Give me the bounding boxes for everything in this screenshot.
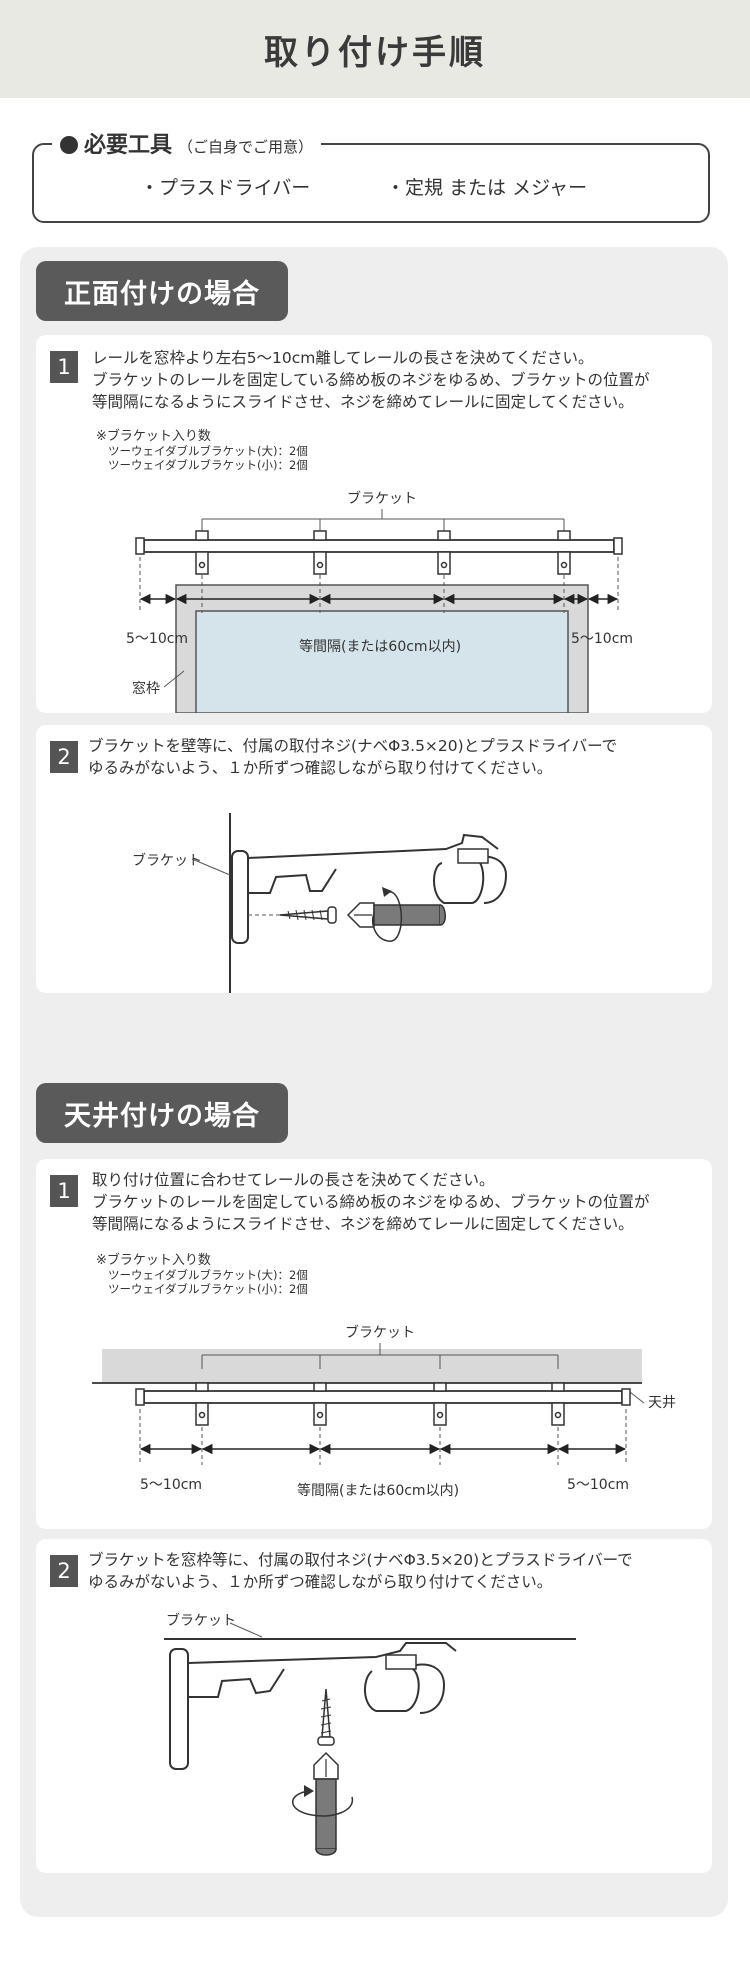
curtain-rail <box>143 539 615 553</box>
tool-item-driver: ・プラスドライバー <box>140 177 311 199</box>
ceiling-step1-text: 取り付け位置に合わせてレールの長さを決めてください。 ブラケットのレールを固定し… <box>92 1169 650 1235</box>
ceiling-mount-title: 天井付けの場合 <box>36 1083 288 1143</box>
instructions-section: 正面付けの場合 1 レールを窓枠より左右5～10cm離してレールの長さを決めてく… <box>20 247 728 1917</box>
bracket-arm <box>247 833 499 859</box>
rotation-arrow-icon <box>372 891 403 942</box>
rail-end-cap <box>613 537 623 555</box>
instruction-line: ブラケットのレールを固定している締め板のネジをゆるめ、ブラケットの位置が <box>92 1193 650 1211</box>
page-header: 取り付け手順 <box>0 0 750 98</box>
tools-title: 必要工具 <box>84 133 173 158</box>
front-step1-text: レールを窓枠より左右5～10cm離してレールの長さを決めてください。 ブラケット… <box>92 347 650 413</box>
instruction-line: レールを窓枠より左右5～10cm離してレールの長さを決めてください。 <box>92 349 594 367</box>
ceiling-mount-diagram: ブラケット <box>164 1612 576 1856</box>
page-title: 取り付け手順 <box>264 32 486 73</box>
side-gap-label: 5～10cm <box>140 1477 202 1493</box>
bracket-label: ブラケット <box>132 852 202 869</box>
bracket <box>195 1382 209 1426</box>
count-title: ※ブラケット入り数 <box>96 429 211 444</box>
rail-end-cap <box>135 1388 145 1406</box>
bracket <box>551 1382 565 1426</box>
count-item: ツーウェイダブルブラケット(大)：2個 <box>108 444 308 458</box>
screwdriver-icon <box>313 1751 339 1856</box>
side-gap-label: 5～10cm <box>567 1477 629 1493</box>
curtain-rail <box>143 1390 623 1404</box>
step-number: 2 <box>50 1555 78 1587</box>
side-gap-label: 5～10cm <box>126 631 188 647</box>
ceiling-block <box>102 1349 642 1383</box>
ceiling-rail-diagram: 天井 ブラケット <box>92 1324 676 1499</box>
instruction-line: ゆるみがないよう、１か所ずつ確認しながら取り付けてください。 <box>88 1573 553 1591</box>
tools-heading: 必要工具 （ご自身でご用意） <box>52 127 322 159</box>
front-rail-diagram: ブラケット <box>126 490 633 713</box>
required-tools-box: 必要工具 （ご自身でご用意） ・プラスドライバー ・定規 または メジャー <box>32 127 710 223</box>
step-number: 1 <box>50 351 78 383</box>
bracket-label: ブラケット <box>345 1324 415 1341</box>
screw <box>317 1688 335 1746</box>
bracket-plate <box>169 1648 189 1770</box>
tool-item-ruler: ・定規 または メジャー <box>386 177 588 199</box>
ceiling-label: 天井 <box>648 1395 676 1411</box>
bracket-label: ブラケット <box>166 1612 236 1629</box>
bracket <box>437 530 451 575</box>
window-frame-label: 窓枠 <box>132 680 160 697</box>
rail-profile <box>364 1666 420 1712</box>
instruction-line: ブラケットのレールを固定している締め板のネジをゆるめ、ブラケットの位置が <box>92 371 650 389</box>
instruction-line: 取り付け位置に合わせてレールの長さを決めてください。 <box>92 1171 495 1189</box>
instruction-line: ブラケットを壁等に、付属の取付ネジ(ナベΦ3.5×20)とプラスドライバーで <box>88 737 618 755</box>
bracket <box>195 530 209 575</box>
count-item: ツーウェイダブルブラケット(大)：2個 <box>108 1268 308 1282</box>
front-step2-text: ブラケットを壁等に、付属の取付ネジ(ナベΦ3.5×20)とプラスドライバーで ゆ… <box>88 735 617 779</box>
rotation-arrow-icon <box>292 1790 353 1817</box>
bracket <box>313 1382 327 1426</box>
instruction-line: 等間隔になるようにスライドさせ、ネジを締めてレールに固定してください。 <box>92 1215 634 1233</box>
window-glass <box>195 610 569 713</box>
bracket-count: ※ブラケット入り数 ツーウェイダブルブラケット(大)：2個 ツーウェイダブルブラ… <box>96 1249 308 1296</box>
front-mount-title: 正面付けの場合 <box>36 261 288 321</box>
instruction-line: ブラケットを窓枠等に、付属の取付ネジ(ナベΦ3.5×20)とプラスドライバーで <box>88 1551 633 1569</box>
bracket-count: ※ブラケット入り数 ツーウェイダブルブラケット(大)：2個 ツーウェイダブルブラ… <box>96 425 308 472</box>
count-item: ツーウェイダブルブラケット(小)：2個 <box>108 1282 308 1296</box>
ceiling-step2-text: ブラケットを窓枠等に、付属の取付ネジ(ナベΦ3.5×20)とプラスドライバーで … <box>88 1549 633 1593</box>
ceiling-step2-card: 2 ブラケットを窓枠等に、付属の取付ネジ(ナベΦ3.5×20)とプラスドライバー… <box>36 1539 712 1873</box>
equal-spacing-label: 等間隔(または60cm以内) <box>299 638 461 655</box>
count-item: ツーウェイダブルブラケット(小)：2個 <box>108 458 308 472</box>
bracket-plate <box>231 850 249 944</box>
bracket <box>433 1382 447 1426</box>
step-number: 1 <box>50 1175 78 1207</box>
bracket <box>557 530 571 575</box>
bracket-label: ブラケット <box>347 490 417 507</box>
wall-mount-diagram: ブラケット <box>132 813 508 993</box>
screwdriver-icon <box>346 902 446 928</box>
rail-end-cap <box>621 1388 631 1406</box>
side-gap-label: 5～10cm <box>571 631 633 647</box>
step-number: 2 <box>50 741 78 773</box>
instruction-line: ゆるみがないよう、１か所ずつ確認しながら取り付けてください。 <box>88 759 553 777</box>
bracket <box>313 530 327 575</box>
tools-note: （ご自身でご用意） <box>178 138 314 156</box>
bullet-dot-icon <box>60 136 78 154</box>
front-step2-card: 2 ブラケットを壁等に、付属の取付ネジ(ナベΦ3.5×20)とプラスドライバーで… <box>36 725 712 993</box>
count-title: ※ブラケット入り数 <box>96 1253 211 1268</box>
bracket-arm <box>187 1642 457 1664</box>
instruction-line: 等間隔になるようにスライドさせ、ネジを締めてレールに固定してください。 <box>92 393 634 411</box>
front-step1-card: 1 レールを窓枠より左右5～10cm離してレールの長さを決めてください。 ブラケ… <box>36 335 712 713</box>
rail-profile <box>433 858 485 904</box>
equal-spacing-label: 等間隔(または60cm以内) <box>297 1482 459 1499</box>
rail-end-cap <box>135 537 145 555</box>
ceiling-step1-card: 1 取り付け位置に合わせてレールの長さを決めてください。 ブラケットのレールを固… <box>36 1159 712 1529</box>
screw <box>279 906 337 924</box>
